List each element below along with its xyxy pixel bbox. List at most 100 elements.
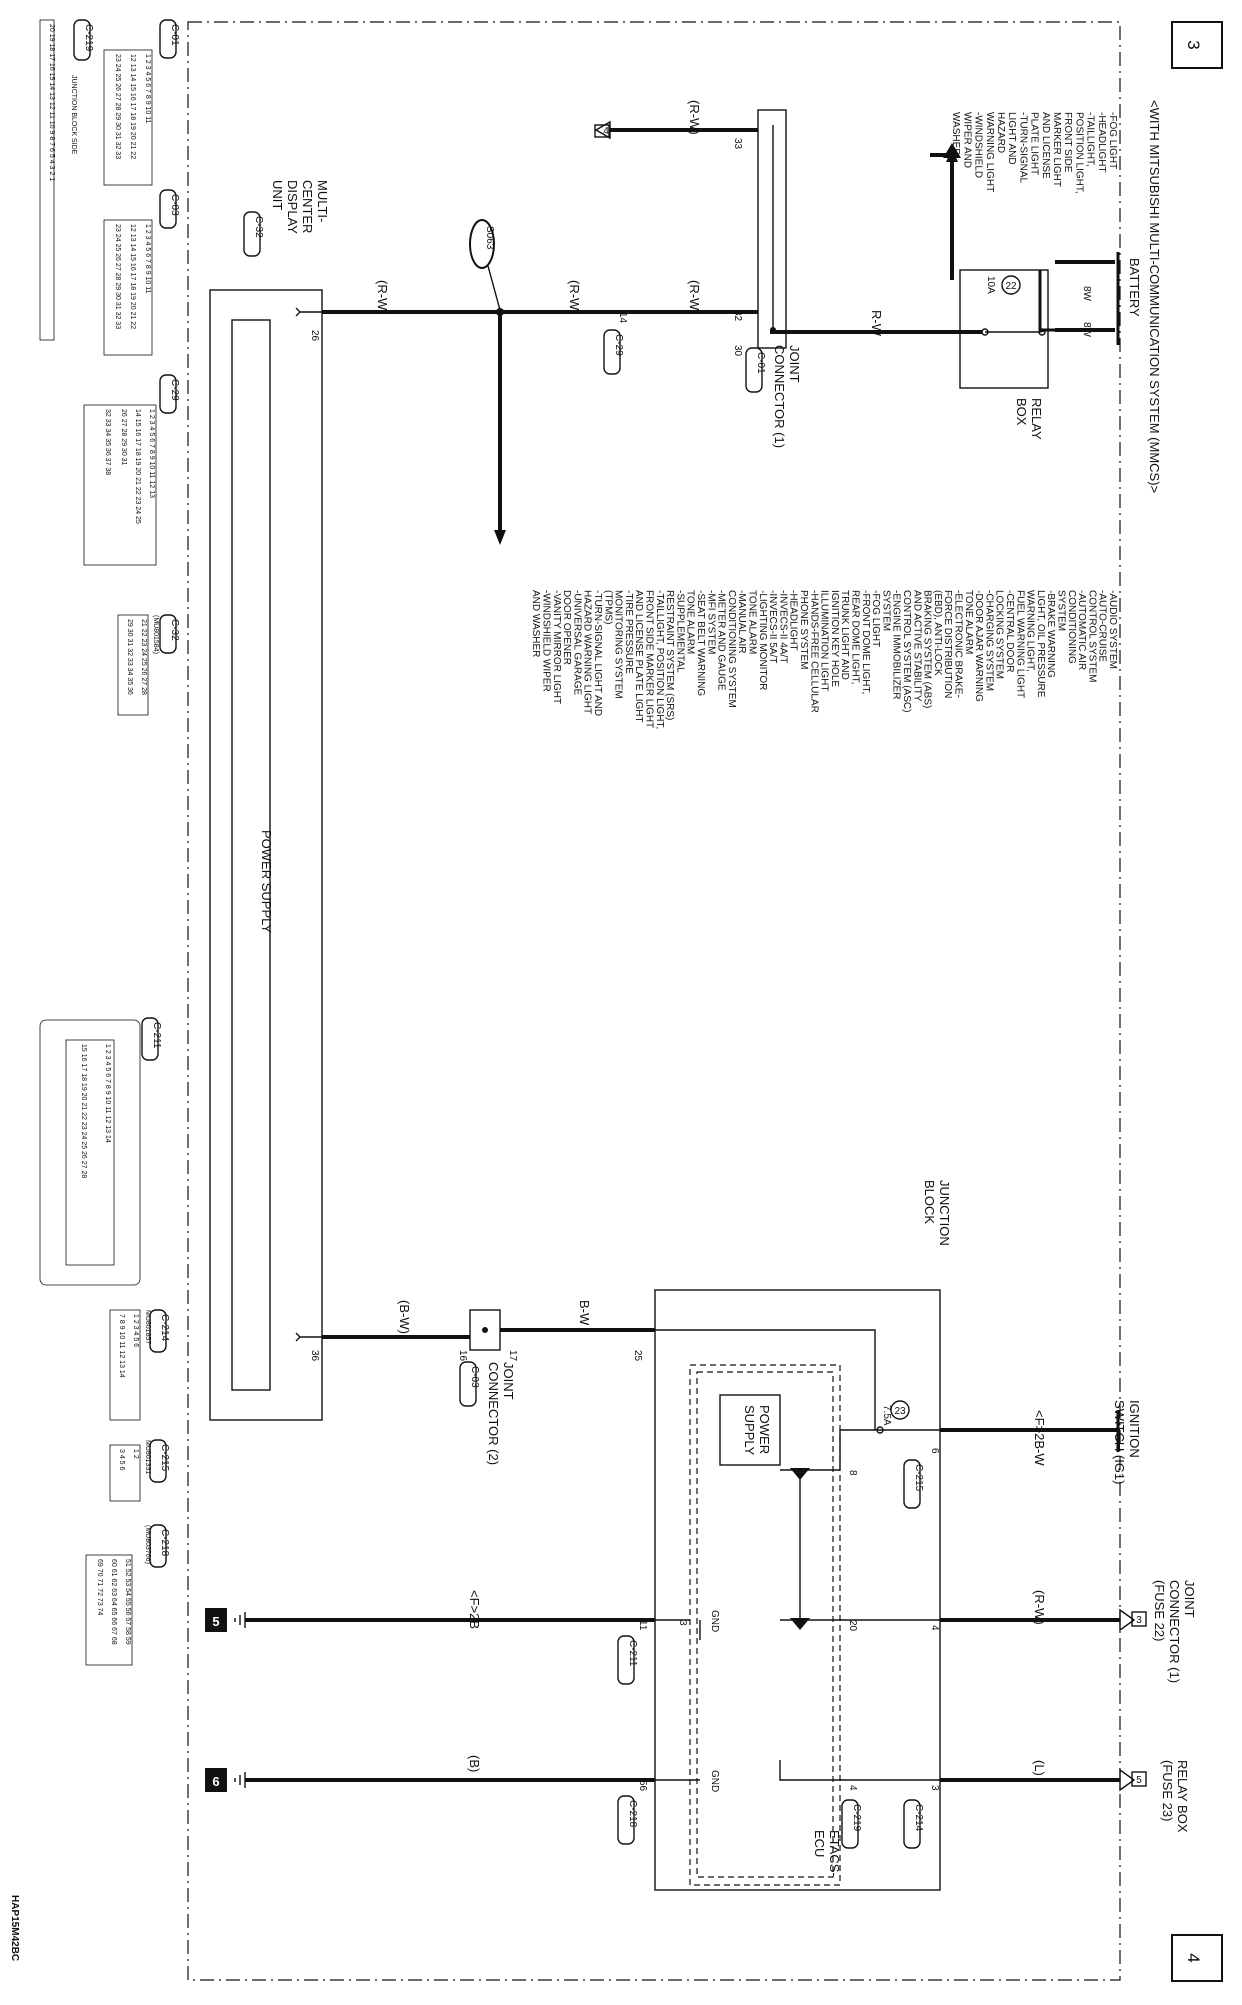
- system-list-item: LIGHT, OIL PRESSURE: [1035, 590, 1046, 698]
- mcdu-power-supply-box: [231, 319, 271, 1391]
- page-mark-4: 4: [1171, 1934, 1223, 1982]
- conn-view-c218: C-218 (MU803766) 51 52 53 54 55 56 57 58…: [85, 1524, 170, 1666]
- system-list-item: AND LICENSE PLATE LIGHT: [633, 590, 644, 723]
- cv-c219-row: 20 19 18 17 16 15 14 13 12 11 10 9 8 7 6…: [48, 24, 55, 181]
- ignition-pin8: 8: [847, 1470, 858, 1476]
- ground6-conn-badge: [617, 1795, 635, 1845]
- system-list-item: TONE ALARM: [963, 590, 974, 654]
- jc1f22-pin4: 4: [929, 1625, 940, 1631]
- rbf23-ref: 5: [1136, 1775, 1142, 1786]
- diode-2: [790, 1618, 810, 1630]
- cv-c01-row3: 23 24 25 26 27 28 29 30 31 32 33: [114, 54, 121, 159]
- cv-c211-row1: 1 2 3 4 5 6 7 8 9 10 11 12 13 14: [104, 1044, 111, 1143]
- wire-rw-1: R-W: [869, 310, 884, 337]
- system-list-item: AND WASHER: [530, 590, 541, 657]
- cv-c214-row2: 7 8 9 10 11 12 13 14: [118, 1314, 125, 1378]
- jc1-label1: JOINT: [787, 345, 802, 383]
- system-list-item: -AUTO-CRUISE: [1097, 590, 1108, 662]
- cv-c214-row1: 1 2 3 4 5 6: [132, 1314, 139, 1347]
- jb-pin25: 25: [632, 1350, 643, 1362]
- cv-c29-name: C-29: [169, 379, 180, 401]
- c219-conn-badge: [841, 1799, 859, 1849]
- system-list-item: -HEADLIGHT: [1096, 112, 1107, 173]
- conn-view-c32: C-32 (MU801584) 21 22 23 24 25 26 27 28 …: [117, 614, 180, 716]
- system-list-item: WIPER AND: [961, 112, 972, 168]
- ignition-conn-badge: [903, 1459, 921, 1509]
- jc1-conn: C-01: [755, 352, 766, 374]
- etacs-ecu-box: [689, 1364, 841, 1886]
- jc2-pin16: 16: [457, 1350, 468, 1362]
- jc1-pin33: 33: [732, 138, 743, 150]
- system-list-item: -SUPPLEMENTAL: [674, 590, 685, 673]
- system-list-item: FRONT SIDE: [1062, 112, 1073, 173]
- fuse-23-num: 23: [894, 1406, 906, 1417]
- cv-c01-row2: 12 13 14 15 16 17 18 19 20 21 22: [129, 54, 136, 159]
- rbf23-label2: (FUSE 23): [1160, 1760, 1175, 1821]
- system-list-item: PHONE SYSTEM: [798, 590, 809, 669]
- system-list-item: -INVECS-II 5A/T: [767, 590, 778, 663]
- fuse-23-badge: [890, 1400, 910, 1420]
- cv-c03-row3: 23 24 25 26 27 28 29 30 31 32 33: [114, 224, 121, 329]
- mcdu-box: [209, 289, 323, 1421]
- system-list-item: -ENGINE IMMOBILIZER: [891, 590, 902, 699]
- rbf23-conn-badge: [903, 1799, 921, 1849]
- cv-c01-row1: 1 2 3 4 5 6 7 8 9 10 11: [144, 54, 151, 124]
- system-list-item: WASHER: [950, 112, 961, 156]
- ground5-conn: C-211: [627, 1640, 638, 1667]
- cv-c218-row2: 60 61 62 63 64 65 66 67 68: [110, 1559, 117, 1645]
- jc1f22-label2: CONNECTOR (1): [1167, 1580, 1182, 1683]
- system-list-item: -MANUAL AIR: [736, 590, 747, 654]
- c219-conn: C-219: [851, 1804, 862, 1832]
- jc1f22-label3: (FUSE 22): [1152, 1580, 1167, 1641]
- page-mark-3-text: 3: [1184, 40, 1203, 49]
- system-list-item: FUEL WARNING LIGHT: [1014, 590, 1025, 698]
- diagram-title: <WITH MITSUBISHI MULTI-COMMUNICATION SYS…: [1147, 100, 1162, 493]
- page-mark-4-text: 4: [1184, 1953, 1203, 1962]
- etacs-pin4: 4: [847, 1785, 858, 1791]
- system-list-item: SYSTEM: [1056, 590, 1067, 631]
- wire-l-paren: (L): [1032, 1760, 1047, 1776]
- system-list-item: CONTROL SYSTEM (ASC): [901, 590, 912, 712]
- system-list-item: HAZARD: [995, 112, 1006, 153]
- battery-wire1: 8W: [1081, 286, 1092, 302]
- system-list-item: LIGHT AND: [1006, 112, 1017, 165]
- system-list-item: MONITORING SYSTEM: [613, 590, 624, 699]
- mcdu-pin36: 36: [309, 1350, 320, 1362]
- system-list-item: -INVECS-II 4A/T: [777, 590, 788, 663]
- mcdu-power-supply: POWER SUPPLY: [259, 830, 274, 933]
- jc1f22-label1: JOINT: [1182, 1580, 1197, 1618]
- jc1-label2: CONNECTOR (1): [772, 345, 787, 448]
- gnd-1: GND: [709, 1610, 720, 1632]
- ignition-conn: C-215: [913, 1464, 924, 1492]
- cv-c32-row1: 21 22 23 24 25 26 27 28: [140, 619, 147, 695]
- system-list-item: HAZARD WARNING LIGHT: [582, 590, 593, 714]
- system-list-item: PLATE LIGHT: [1029, 112, 1040, 175]
- wire-bw: B-W: [577, 1300, 592, 1326]
- wire-b-paren: (B): [467, 1755, 482, 1772]
- system-list-item: ILLUMINATION LIGHT: [819, 590, 830, 692]
- system-list-item: LOCKING SYSTEM: [994, 590, 1005, 679]
- junction-block-label2: BLOCK: [922, 1180, 937, 1224]
- cv-c211-name: C-211: [151, 1022, 162, 1049]
- relay-box-label2: BOX: [1014, 398, 1029, 426]
- etacs-label2: ECU: [812, 1830, 827, 1857]
- system-list-item: -WINDSHIELD: [973, 112, 984, 178]
- conn-view-c29: C-29 1 2 3 4 5 6 7 8 9 10 11 12 13 14 15…: [83, 374, 180, 566]
- cv-c219-name: C-219: [83, 24, 94, 52]
- system-list-item: SYSTEM: [880, 590, 891, 631]
- etacs-power1: POWER: [757, 1405, 772, 1454]
- c29-pin14: 14: [617, 312, 628, 324]
- system-list-item: -SEAT BELT WARNING: [695, 590, 706, 696]
- system-list-item: (EBD), ANTI-LOCK: [932, 590, 943, 676]
- jc2-pin17: 17: [507, 1350, 518, 1362]
- figure-code: HAP15M42BC: [9, 1895, 20, 1961]
- cv-c218-name: C-218: [159, 1529, 170, 1557]
- mcdu-pin26: 26: [309, 330, 320, 342]
- cv-c219-caption: JUNCTION BLOCK SIDE: [70, 75, 77, 155]
- wire-bw-paren: (B-W): [397, 1300, 412, 1334]
- cv-c215-name: C-215: [159, 1444, 170, 1472]
- system-list-item: -CHARGING SYSTEM: [983, 590, 994, 691]
- ground5-conn-badge: [617, 1635, 635, 1685]
- system-list-item: WARNING LIGHT: [984, 112, 995, 192]
